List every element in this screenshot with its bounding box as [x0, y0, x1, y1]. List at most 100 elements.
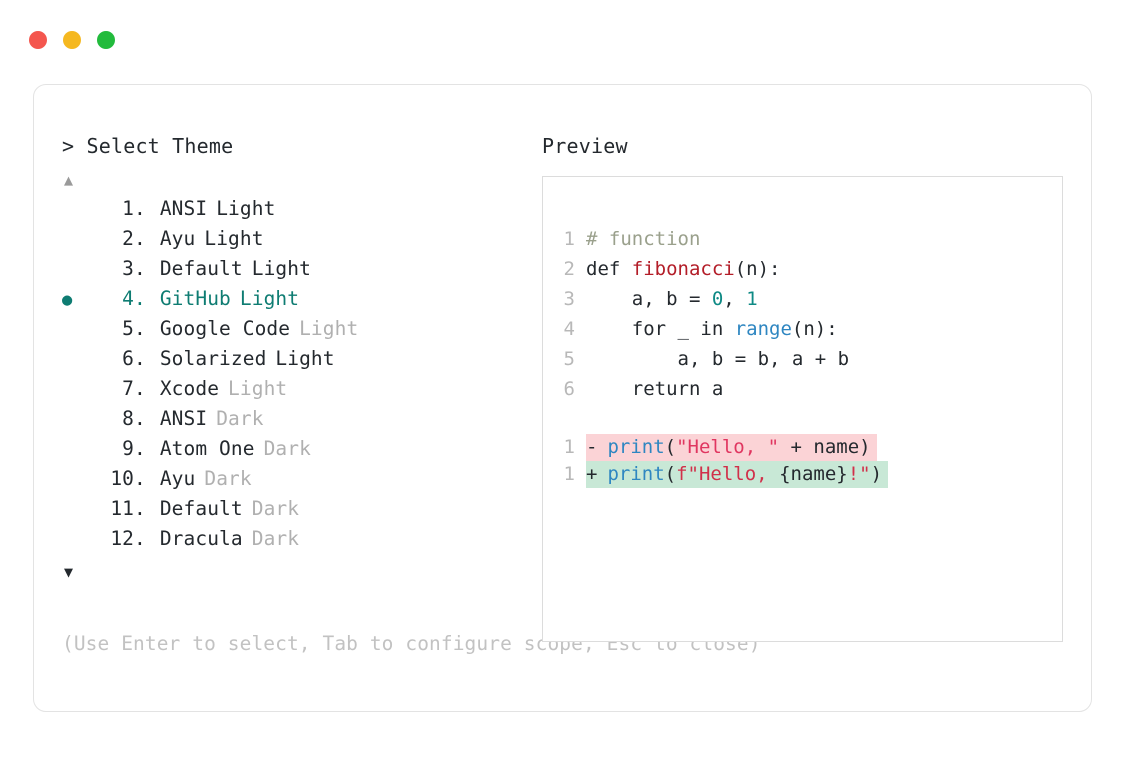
line-number: 2: [563, 258, 575, 280]
theme-item-variant: Light: [204, 227, 264, 250]
theme-item-index-dot: .: [134, 377, 146, 400]
theme-item-name: Google Code: [159, 317, 291, 340]
diff-highlight: - print("Hello, " + name): [586, 434, 877, 461]
close-dot[interactable]: [29, 31, 47, 49]
theme-item-variant: Dark: [251, 497, 300, 520]
theme-item-index: 12: [110, 527, 134, 550]
theme-item-index-dot: .: [134, 467, 146, 490]
code-token: 1: [746, 288, 758, 310]
code-token: (n):: [734, 258, 781, 280]
code-line: 4 for _ in range(n):: [543, 314, 1062, 344]
code-token: return a: [586, 378, 724, 400]
diff-preview: 1- print("Hello, " + name)1+ print(f"Hel…: [543, 434, 1062, 488]
code-token: fibonacci: [631, 258, 735, 280]
theme-item-variant: Dark: [251, 527, 300, 550]
code-token: range: [734, 318, 792, 340]
theme-item-name: Dracula: [159, 527, 243, 550]
theme-item-name: Default: [159, 497, 243, 520]
theme-item-variant: Light: [251, 257, 311, 280]
code-line: 3 a, b = 0, 1: [543, 284, 1062, 314]
diff-highlight: + print(f"Hello, {name}!"): [586, 461, 889, 488]
diff-token: (: [664, 463, 677, 485]
theme-item-variant: Dark: [216, 407, 264, 430]
scroll-down-icon[interactable]: ▼: [64, 563, 74, 581]
code-token: (n):: [791, 318, 838, 340]
diff-marker: +: [586, 463, 598, 485]
window-controls: [29, 31, 115, 49]
theme-item-name: Default: [159, 257, 243, 280]
theme-item-index-dot: .: [134, 347, 146, 370]
code-token: a, b =: [586, 288, 712, 310]
theme-item-index-dot: .: [134, 227, 146, 250]
code-token: def: [586, 258, 632, 280]
theme-item-index-dot: .: [134, 257, 146, 280]
line-number: 6: [563, 378, 575, 400]
diff-line-number: 1: [563, 463, 575, 485]
code-line-text: a, b = b, a + b: [586, 344, 850, 374]
code-line: 2 def fibonacci(n):: [543, 254, 1062, 284]
code-token: a, b = b, a + b: [586, 348, 850, 370]
theme-item-name: Ayu: [159, 467, 196, 490]
theme-item-index-dot: .: [134, 407, 146, 430]
minimize-dot[interactable]: [63, 31, 81, 49]
theme-list-item[interactable]: 5. Google Code Light: [62, 314, 532, 344]
diff-token: print: [607, 436, 665, 458]
diff-line-number: 1: [563, 436, 575, 458]
theme-item-index: 8: [122, 407, 134, 430]
theme-list-item[interactable]: 2. Ayu Light: [62, 224, 532, 254]
theme-item-index: 2: [122, 227, 134, 250]
maximize-dot[interactable]: [97, 31, 115, 49]
code-spacer: [543, 404, 1062, 434]
diff-token: (: [664, 436, 677, 458]
selection-bullet-icon: ●: [62, 290, 73, 310]
diff-token: f"Hello,: [676, 463, 780, 485]
theme-item-index: 5: [122, 317, 134, 340]
line-number: 5: [563, 348, 575, 370]
code-line-text: for _ in range(n):: [586, 314, 838, 344]
theme-list-item[interactable]: 3. Default Light: [62, 254, 532, 284]
theme-item-index-dot: .: [134, 317, 146, 340]
code-line: 1 # function: [543, 224, 1062, 254]
theme-item-index-dot: .: [134, 437, 146, 460]
theme-item-name: ANSI: [159, 197, 208, 220]
diff-token: "Hello, ": [676, 436, 780, 458]
code-token: ,: [723, 288, 747, 310]
diff-line-del: 1 - print("Hello, " + name): [543, 434, 1062, 461]
theme-item-name: GitHub: [159, 287, 231, 310]
theme-list-item[interactable]: 12. Dracula Dark: [62, 524, 532, 554]
theme-item-variant: Light: [275, 347, 335, 370]
diff-gap: [596, 461, 607, 488]
code-token: for _ in: [586, 318, 735, 340]
scroll-up-icon[interactable]: ▲: [64, 171, 74, 189]
theme-item-index-dot: .: [134, 527, 146, 550]
page-title: > Select Theme: [62, 134, 234, 158]
preview-label: Preview: [542, 134, 628, 158]
theme-item-name: Ayu: [159, 227, 196, 250]
line-number: 1: [563, 228, 575, 250]
code-line: 6 return a: [543, 374, 1062, 404]
code-line-text: # function: [586, 224, 700, 254]
theme-item-variant: Light: [299, 317, 359, 340]
theme-item-variant: Light: [228, 377, 288, 400]
theme-item-variant: Light: [239, 287, 300, 310]
theme-item-index: 11: [110, 497, 134, 520]
code-line-text: return a: [586, 374, 724, 404]
theme-item-index: 6: [122, 347, 134, 370]
theme-item-index: 3: [122, 257, 134, 280]
diff-token: {name}: [779, 463, 848, 485]
theme-item-variant: Dark: [204, 467, 252, 490]
